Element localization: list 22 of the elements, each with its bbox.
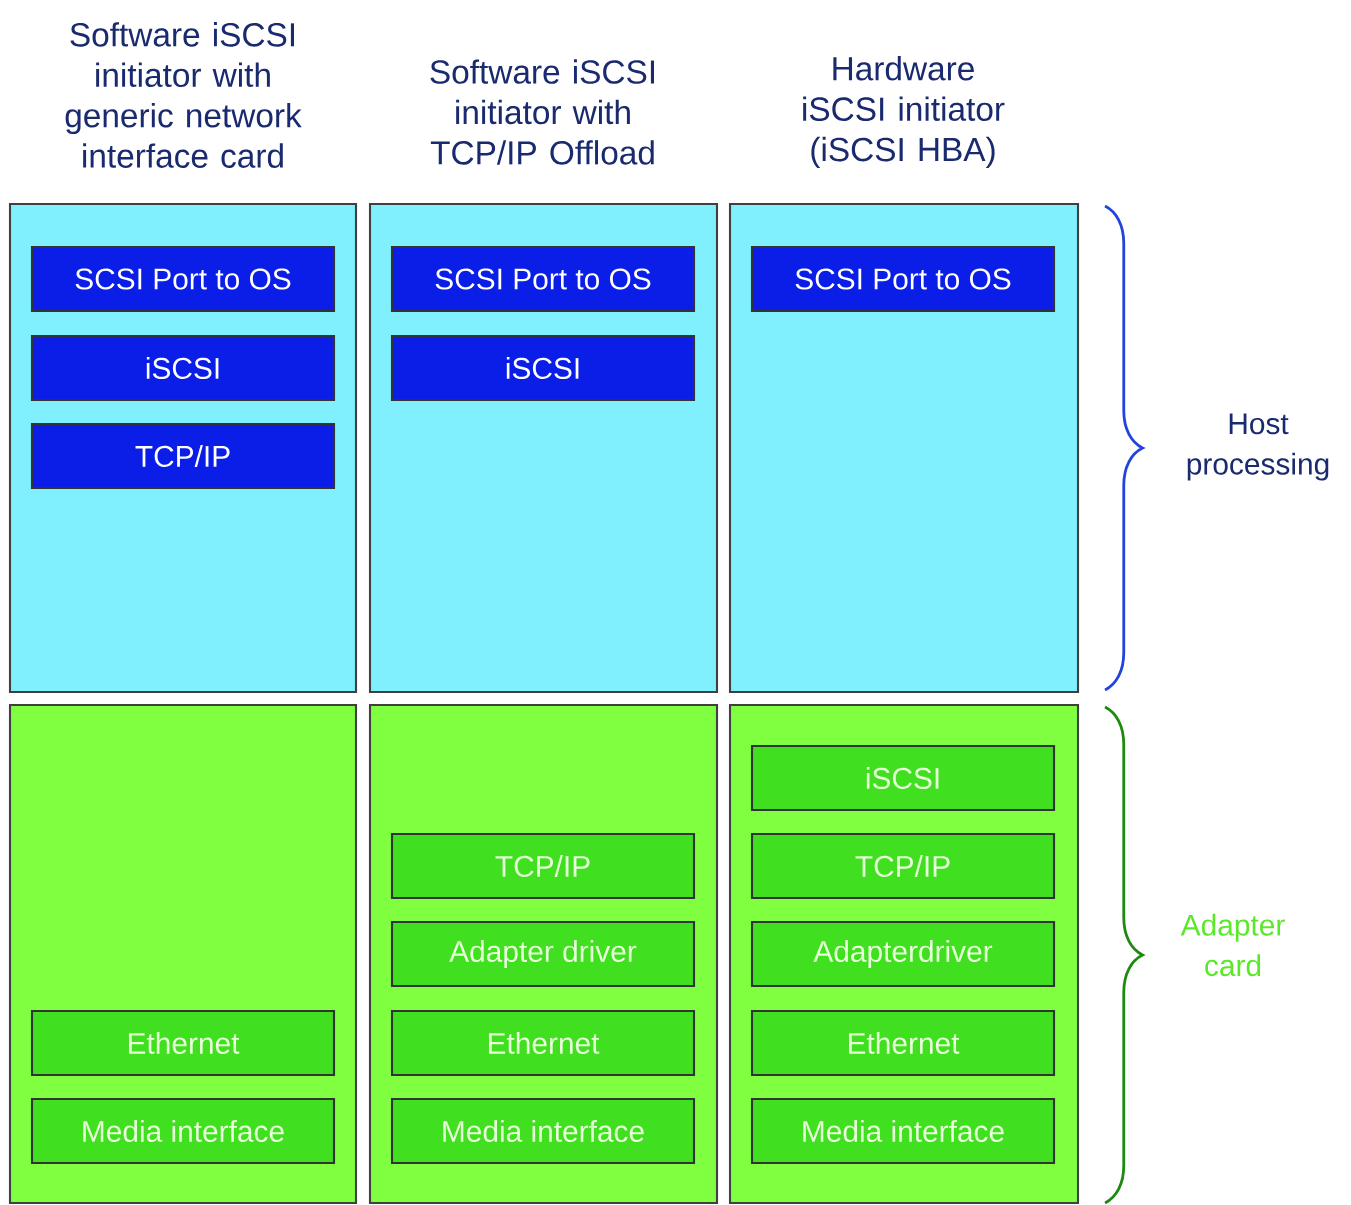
brace-label: Adapter card [1180, 913, 1285, 977]
layer-box: SCSI Port to OS [750, 245, 1056, 313]
column-heading: Software iSCSI initiator with generic network interface card [65, 22, 302, 168]
brace-label: Host processing [1187, 413, 1329, 481]
layer-box: Ethernet [30, 1009, 336, 1077]
layer-box: iSCSI [750, 744, 1056, 812]
column-heading: Hardware iSCSI initiator (iSCSI HBA) [803, 56, 1005, 168]
layer-box: Media interface [30, 1097, 336, 1165]
layer-box: TCP/IP [30, 422, 336, 490]
layer-box: Adapter driver [390, 920, 696, 988]
layer-box: iSCSI [30, 334, 336, 402]
layer-box: SCSI Port to OS [390, 245, 696, 313]
layer-box: Ethernet [390, 1009, 696, 1077]
layer-box: TCP/IP [390, 832, 696, 900]
layer-box: Media interface [390, 1097, 696, 1165]
layer-box: Ethernet [750, 1009, 1056, 1077]
layer-box: Adapterdriver [750, 920, 1056, 988]
layer-box: Media interface [750, 1097, 1056, 1165]
layer-box: iSCSI [390, 334, 696, 402]
layer-box: SCSI Port to OS [30, 245, 336, 313]
layer-box: TCP/IP [750, 832, 1056, 900]
column-heading: Software iSCSI initiator with TCP/IP Offload [430, 59, 654, 165]
